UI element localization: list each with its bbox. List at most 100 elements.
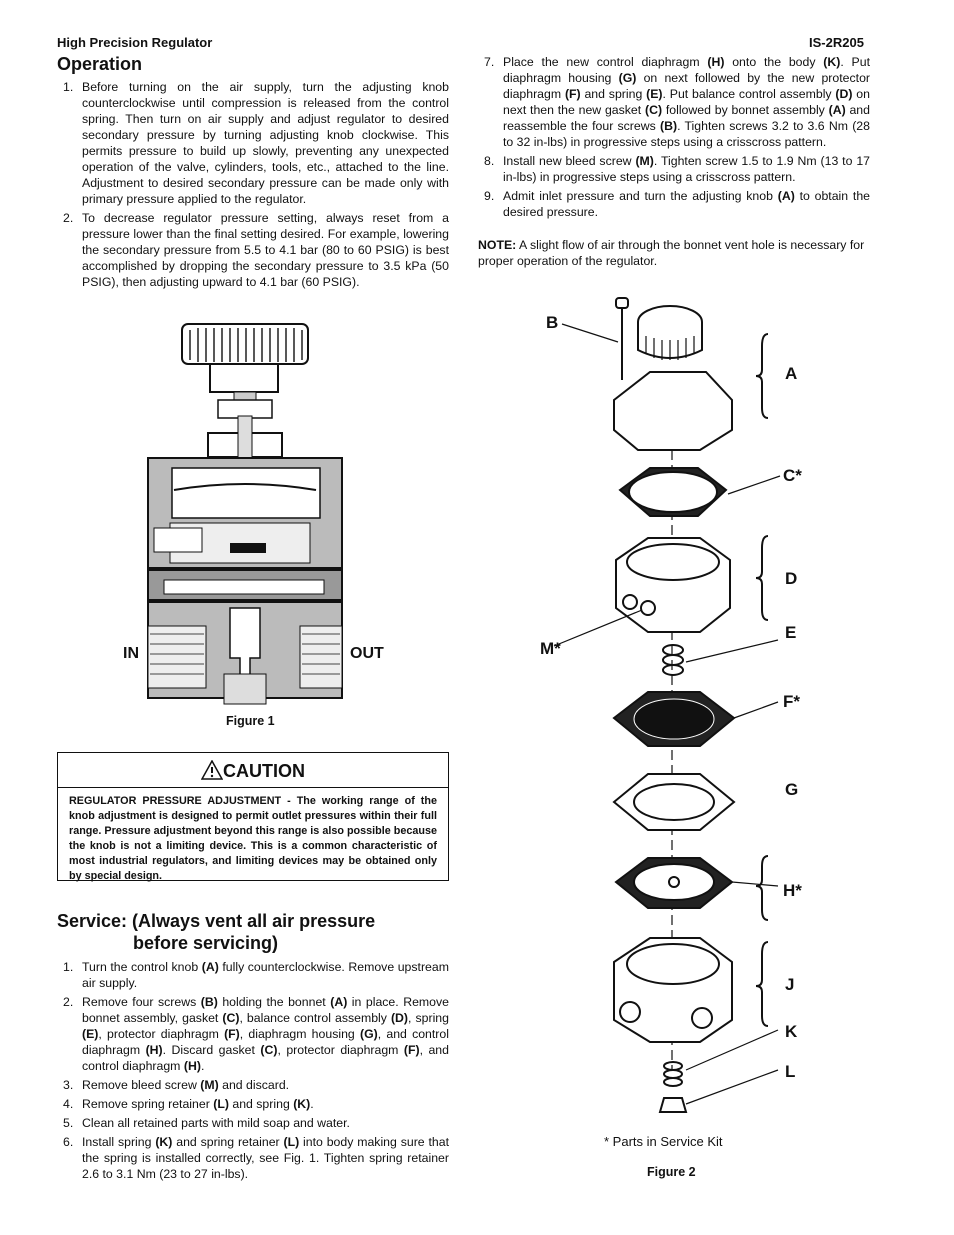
step-number: 5. (63, 1116, 74, 1130)
figure-2-exploded-view (553, 297, 781, 1113)
service-step: 2.Remove four screws (B) holding the bon… (57, 994, 449, 1074)
step-text: and discard. (218, 1078, 290, 1092)
warning-triangle-icon (201, 760, 223, 780)
part-reference: (E) (82, 1027, 99, 1041)
step-text: and spring (228, 1097, 294, 1111)
service-steps-right: 7.Place the new control diaphragm (H) on… (478, 54, 870, 223)
step-text: on next followed by the new protector di… (503, 71, 870, 101)
step-text: Remove spring retainer (82, 1097, 214, 1111)
step-text: and spring retainer (172, 1135, 284, 1149)
operation-heading: Operation (57, 54, 143, 74)
step-text: fully counterclockwise. Remove upstream … (82, 960, 449, 990)
document-title: High Precision Regulator (57, 35, 213, 50)
step-text: , balance control assembly (239, 1011, 391, 1025)
document-number: IS-2R205 (809, 35, 864, 50)
part-reference: (C) (222, 1011, 240, 1025)
step-text: onto the body (724, 55, 824, 69)
step-text: Turn the control knob (82, 960, 202, 974)
part-reference: (G) (618, 71, 637, 85)
step-text: . Put balance control assembly (662, 87, 836, 101)
step-text: Admit inlet pressure and turn the adjust… (503, 189, 778, 203)
part-reference: (H) (145, 1043, 163, 1057)
operation-step: 1.Before turning on the air supply, turn… (57, 79, 449, 207)
service-step: 8. Install new bleed screw (M). Tighten s… (478, 153, 870, 185)
part-reference: (B) (200, 995, 218, 1009)
figure-1-cross-section (147, 323, 343, 705)
part-label-c: C* (783, 466, 802, 485)
step-text: Remove bleed screw (82, 1078, 201, 1092)
step-text: , and control diaphragm (82, 1027, 449, 1057)
step-text: Remove four screws (82, 995, 201, 1009)
part-label-d: D (785, 569, 798, 588)
step-text: , spring (408, 1011, 449, 1025)
step-text: . Discard gasket (162, 1043, 261, 1057)
step-number: 6. (63, 1135, 74, 1149)
step-number: 4. (63, 1097, 74, 1111)
service-step: 3.Remove bleed screw (M) and discard. (57, 1077, 449, 1093)
part-reference: (B) (660, 119, 678, 133)
service-step: 7.Place the new control diaphragm (H) on… (478, 54, 870, 150)
step-text: and spring (580, 87, 647, 101)
part-reference: (K) (155, 1135, 173, 1149)
caution-text: REGULATOR PRESSURE ADJUSTMENT - The work… (69, 795, 437, 882)
part-label-m: M* (540, 639, 561, 658)
step-text: . (310, 1097, 314, 1111)
service-step: 1.Turn the control knob (A) fully counte… (57, 959, 449, 991)
figure-1-caption: Figure 1 (226, 714, 275, 728)
step-number: 2. (63, 211, 74, 225)
service-step: 6. Install spring (K) and spring retainer… (57, 1134, 449, 1182)
part-reference: (D) (390, 1011, 409, 1025)
caution-header: CAUTION (58, 753, 448, 788)
part-label-b: B (546, 313, 559, 332)
part-label-e: E (785, 623, 797, 642)
service-step: 5. Clean all retained parts with mild soa… (57, 1115, 449, 1131)
step-text: To decrease regulator pressure setting, … (82, 211, 449, 289)
operation-steps: 1.Before turning on the air supply, turn… (57, 79, 449, 293)
step-text: . (200, 1059, 205, 1073)
part-label-l: L (785, 1062, 796, 1081)
part-reference: (E) (646, 87, 663, 101)
service-heading-line2: before servicing) (133, 933, 279, 953)
part-reference: (M) (200, 1078, 219, 1092)
step-text: . Tighten screw 1.5 to 1.9 Nm (13 to 17 … (503, 154, 871, 184)
part-reference: (A) (330, 995, 348, 1009)
caution-box: CAUTION REGULATOR PRESSURE ADJUSTMENT - … (57, 752, 449, 882)
step-text: on next then the new gasket (503, 87, 870, 117)
step-text: , diaphragm housing (239, 1027, 360, 1041)
part-reference: (A) (201, 960, 219, 974)
step-text: , protector diaphragm (277, 1043, 404, 1057)
figure-2-caption: Figure 2 (647, 1165, 696, 1179)
step-text: Install spring (82, 1135, 156, 1149)
step-text: Place the new control diaphragm (503, 55, 708, 69)
inlet-label: IN (123, 645, 139, 662)
step-number: 1. (63, 80, 74, 94)
step-text: and reassemble the four screws (503, 103, 870, 133)
outlet-label: OUT (350, 645, 384, 662)
part-reference: (F) (403, 1043, 420, 1057)
part-label-f: F* (783, 692, 800, 711)
part-reference: (K) (293, 1097, 311, 1111)
part-reference: (H) (183, 1059, 201, 1073)
step-number: 8. (484, 154, 495, 168)
part-reference: (L) (213, 1097, 229, 1111)
step-text: Clean all retained parts with mild soap … (82, 1116, 350, 1130)
service-step: 4.Remove spring retainer (L) and spring … (57, 1096, 449, 1112)
part-reference: (M) (635, 154, 654, 168)
part-reference: (A) (777, 189, 795, 203)
part-reference: (G) (359, 1027, 378, 1041)
step-text: in place. Remove bonnet assembly, gasket (82, 995, 449, 1025)
note-text: A slight flow of air through the bonnet … (478, 238, 865, 268)
part-label-h: H* (783, 881, 802, 900)
part-label-j: J (785, 975, 795, 994)
step-text: Install new bleed screw (503, 154, 636, 168)
part-reference: (F) (564, 87, 581, 101)
part-reference: (L) (283, 1135, 300, 1149)
part-reference: (F) (224, 1027, 240, 1041)
service-kit-note: * Parts in Service Kit (604, 1134, 723, 1149)
step-text: . Put diaphragm housing (503, 55, 871, 85)
caution-title: CAUTION (223, 761, 305, 781)
service-steps-left: 1.Turn the control knob (A) fully counte… (57, 959, 449, 1185)
part-label-g: G (785, 780, 799, 799)
step-text: to obtain the desired pressure. (503, 189, 870, 219)
part-reference: (K) (823, 55, 841, 69)
